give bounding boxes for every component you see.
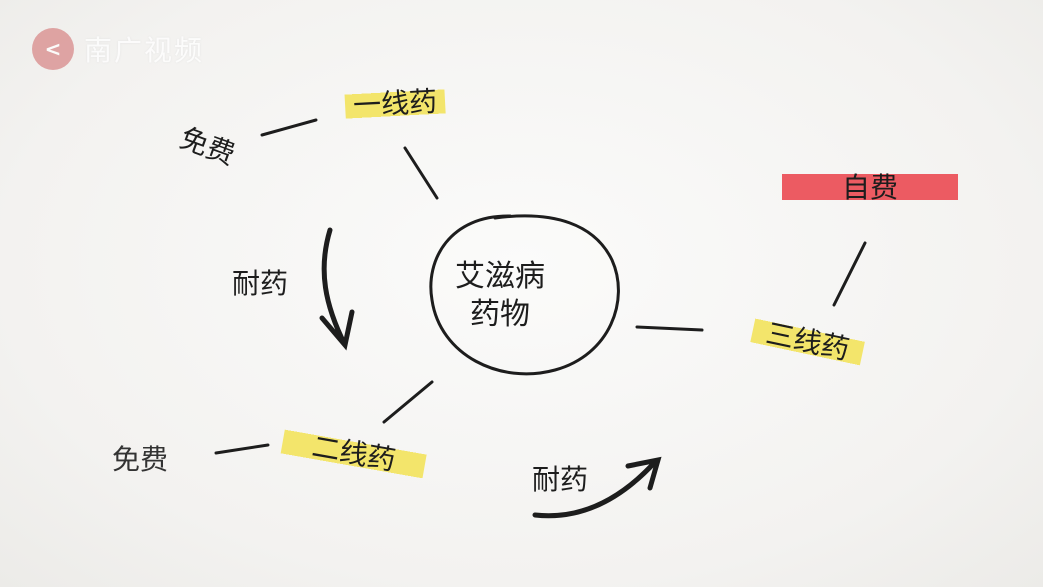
watermark-logo: < 南广视频 <box>32 28 204 70</box>
connector-first-line <box>403 146 439 200</box>
connector-second-line <box>382 380 434 424</box>
connector-third-line <box>635 325 704 332</box>
node-first-line: 一线药 <box>344 79 446 125</box>
resistance-arrow-up <box>532 456 662 519</box>
connector-free-2 <box>214 443 270 455</box>
node-resistance-2: 耐药 <box>532 463 589 496</box>
node-resistance-1: 耐药 <box>232 267 289 300</box>
node-self-pay: 自费 <box>782 166 959 206</box>
center-line2: 药物 <box>470 297 530 332</box>
connector-free-1 <box>260 118 318 137</box>
watermark-text: 南广视频 <box>84 34 205 67</box>
logo-arrow-icon: < <box>32 28 74 70</box>
resistance-arrow-down <box>319 227 355 351</box>
connector-self-pay <box>832 241 867 307</box>
node-free-2: 免费 <box>112 443 169 476</box>
center-circle <box>429 214 620 376</box>
center-node: 艾滋病 药物 <box>455 258 545 334</box>
center-line1: 艾滋病 <box>455 259 545 294</box>
